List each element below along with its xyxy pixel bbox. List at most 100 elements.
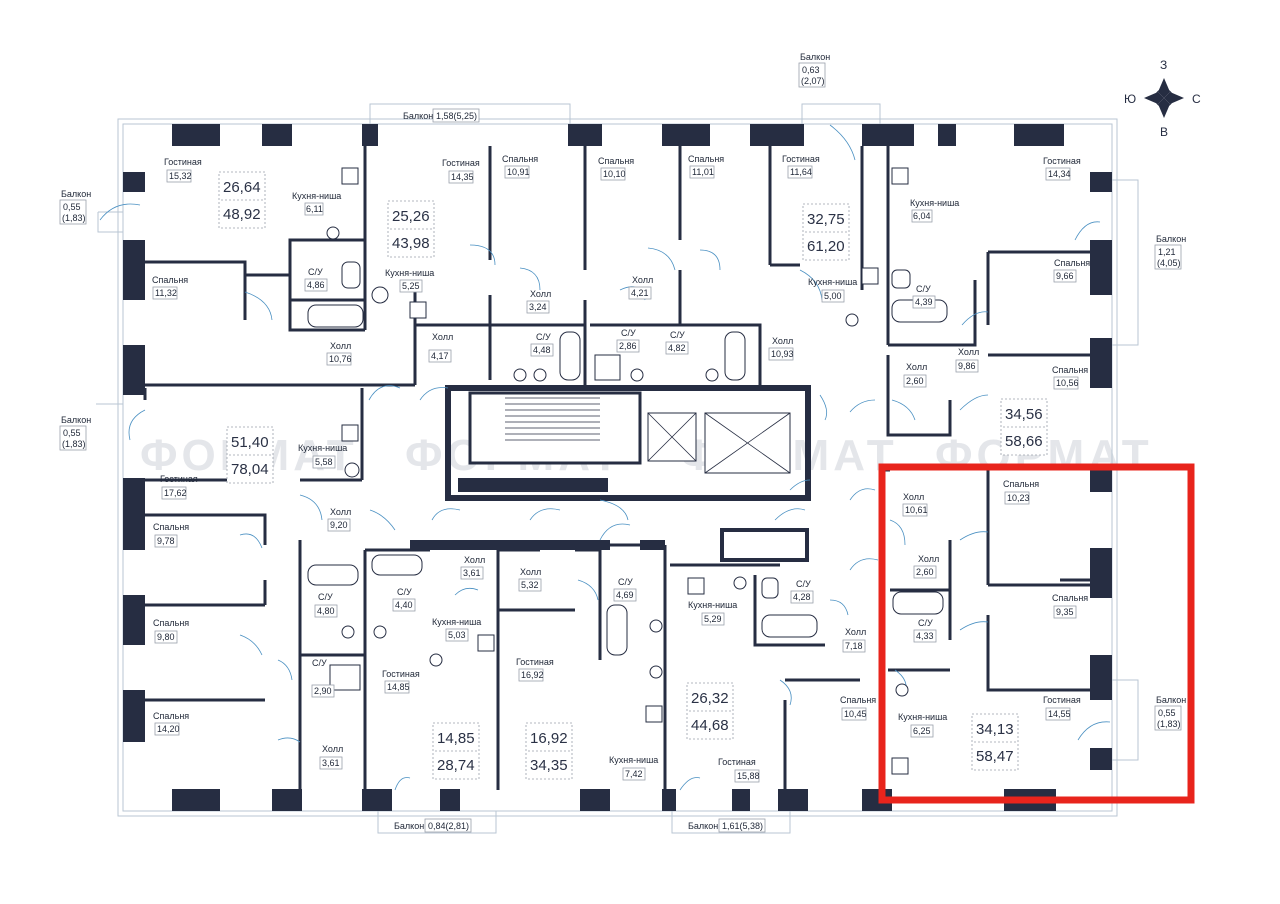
svg-text:7,42: 7,42 [625,769,643,779]
svg-text:15,32: 15,32 [169,171,192,181]
svg-text:Спальня: Спальня [688,154,724,164]
selected-apartment-highlight[interactable] [878,463,1195,804]
svg-text:5,58: 5,58 [315,457,333,467]
room-label: С/У 4,86 [304,267,328,292]
svg-text:Гостиная: Гостиная [1043,695,1081,705]
svg-text:1,21: 1,21 [1158,247,1176,257]
balcony-label: Балкон 1,58(5,25) [403,108,480,123]
svg-text:Холл: Холл [906,362,927,372]
svg-text:14,85: 14,85 [387,682,410,692]
svg-text:10,61: 10,61 [905,505,928,515]
svg-text:10,45: 10,45 [844,709,867,719]
svg-text:4,40: 4,40 [395,600,413,610]
compass-rose: З С В Ю [1124,58,1201,139]
svg-text:Кухня-ниша: Кухня-ниша [292,191,341,201]
svg-text:10,10: 10,10 [603,169,626,179]
svg-text:78,04: 78,04 [231,461,269,478]
svg-text:(1,83): (1,83) [1157,719,1181,729]
svg-text:15,88: 15,88 [737,771,760,781]
room-label: Кухня-ниша 5,58 [298,443,347,469]
svg-text:5,29: 5,29 [704,614,722,624]
svg-text:Кухня-ниша: Кухня-ниша [298,443,347,453]
svg-text:5,00: 5,00 [824,291,842,301]
room-label: Спальня 10,91 [502,154,538,179]
svg-text:Кухня-ниша: Кухня-ниша [688,600,737,610]
svg-text:С/У: С/У [308,267,323,277]
room-label: Спальня 11,32 [152,275,188,300]
svg-text:Балкон: Балкон [1156,234,1186,244]
svg-text:Холл: Холл [520,567,541,577]
svg-text:0,55: 0,55 [63,202,81,212]
svg-text:4,28: 4,28 [793,592,811,602]
svg-text:4,17: 4,17 [431,351,449,361]
svg-text:48,92: 48,92 [223,206,261,223]
svg-text:С/У: С/У [796,579,811,589]
svg-text:44,68: 44,68 [691,717,729,734]
svg-text:0,55: 0,55 [1158,708,1176,718]
svg-text:Холл: Холл [330,507,351,517]
svg-text:9,78: 9,78 [157,536,175,546]
svg-text:0,63: 0,63 [802,65,820,75]
balcony-label: Балкон 1,21 (4,05) [1154,234,1186,270]
svg-text:9,66: 9,66 [1056,271,1074,281]
svg-text:4,82: 4,82 [668,343,686,353]
svg-text:Спальня: Спальня [502,154,538,164]
compass-south: В [1160,125,1168,139]
balcony-label: Балкон 0,55 (1,83) [59,189,91,225]
svg-text:14,35: 14,35 [451,172,474,182]
room-label: Гостиная 14,35 [442,158,480,184]
svg-text:9,80: 9,80 [157,632,175,642]
svg-text:(2,07): (2,07) [801,76,825,86]
compass-arrow-icon [1158,78,1170,98]
room-label: Холл 5,32 [518,567,542,592]
svg-text:4,69: 4,69 [616,590,634,600]
svg-text:Кухня-ниша: Кухня-ниша [432,617,481,627]
svg-text:16,92: 16,92 [530,730,568,747]
svg-text:Балкон: Балкон [403,111,433,121]
svg-text:Балкон: Балкон [1156,695,1186,705]
svg-text:4,86: 4,86 [307,280,325,290]
svg-text:Гостиная: Гостиная [442,158,480,168]
room-label: С/У4,40 [392,587,416,612]
svg-text:Спальня: Спальня [840,695,876,705]
svg-text:32,75: 32,75 [807,211,845,228]
svg-text:9,86: 9,86 [958,361,976,371]
svg-text:Спальня: Спальня [1054,258,1090,268]
svg-text:28,74: 28,74 [437,757,475,774]
svg-text:34,56: 34,56 [1005,406,1043,423]
svg-text:Холл: Холл [772,336,793,346]
svg-text:Кухня-ниша: Кухня-ниша [898,712,947,722]
svg-text:11,32: 11,32 [155,288,177,298]
svg-text:1,61(5,38): 1,61(5,38) [722,821,763,831]
balcony-label: Балкон 0,63 (2,07) [798,52,830,88]
svg-text:Спальня: Спальня [598,156,634,166]
svg-text:Кухня-ниша: Кухня-ниша [609,755,658,765]
svg-text:5,32: 5,32 [521,580,539,590]
balcony-labels: Балкон 1,58(5,25) Балкон 0,63 (2,07) Бал… [59,52,1186,833]
svg-text:Балкон: Балкон [61,189,91,199]
svg-text:14,85: 14,85 [437,730,475,747]
svg-text:Кухня-ниша: Кухня-ниша [385,268,434,278]
svg-text:10,91: 10,91 [507,167,530,177]
svg-text:Холл: Холл [845,627,866,637]
svg-text:С/У: С/У [318,592,333,602]
svg-text:Спальня: Спальня [152,275,188,285]
